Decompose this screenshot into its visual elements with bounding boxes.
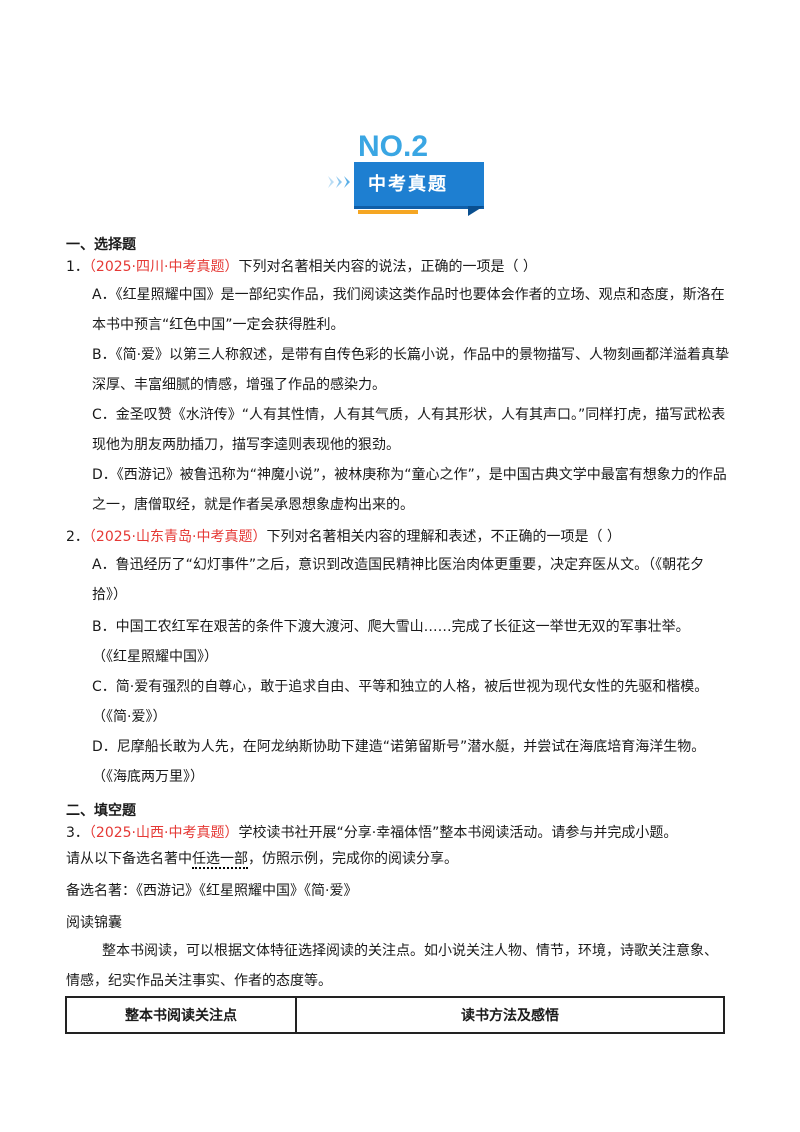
section-heading-choice: 一、选择题 [66,237,136,253]
question-source: （2025·四川·中考真题） [88,259,239,275]
q1-option-b: B．《简·爱》以第三人称叙述，是带有自传色彩的长篇小说，作品中的景物描写、人物刻… [92,347,730,393]
question-1-stem: 1．（2025·四川·中考真题）下列对名著相关内容的说法，正确的一项是（ ） [66,256,537,276]
badge-number: NO.2 [358,130,429,163]
question-2-stem: 2．（2025·山东青岛·中考真题）下列对名著相关内容的理解和表述，不正确的一项… [66,526,621,546]
section-heading-fill: 二、填空题 [66,803,136,819]
q3-candidates: 备选名著：《西游记》《红星照耀中国》《简·爱》 [66,883,358,899]
header-badge: NO.2 中考真题 [322,130,487,220]
q1-option-d: D．《西游记》被鲁迅称为“神魔小说”，被林庚称为“童心之作”，是中国古典文学中最… [92,467,727,513]
q2-option-b: B．中国工农红军在艰苦的条件下渡大渡河、爬大雪山……完成了长征这一举世无双的军事… [92,619,690,635]
q2-option-c-ref: （《简·爱》） [92,709,167,725]
emphasized-text: 任选一部 [192,851,248,869]
question-text: 学校读书社开展“分享·幸福体悟”整本书阅读活动。请参与并完成小题。 [238,825,678,841]
question-source: （2025·山东青岛·中考真题） [88,529,267,545]
badge-accent-bar [358,210,418,214]
question-number: 1． [66,259,89,275]
question-text: 下列对名著相关内容的说法，正确的一项是（ ） [238,259,537,275]
table-header-row: 整本书阅读关注点 读书方法及感悟 [65,996,725,1034]
q2-option-a: A．鲁迅经历了“幻灯事件”之后，意识到改造国民精神比医治肉体更重要，决定弃医从文… [92,557,705,603]
q3-tips-body: 整本书阅读，可以根据文体特征选择阅读的关注点。如小说关注人物、情节，环境，诗歌关… [66,943,718,989]
question-number: 2． [66,529,89,545]
table-header-method: 读书方法及感悟 [295,996,725,1034]
q2-option-b-ref: （《红星照耀中国》） [92,649,218,665]
badge-box: 中考真题 [354,162,484,209]
badge-title: 中考真题 [368,174,448,195]
q1-option-a: A．《红星照耀中国》是一部纪实作品，我们阅读这类作品时也要体会作者的立场、观点和… [92,287,725,333]
question-number: 3． [66,825,89,841]
q2-option-d-ref: （《海底两万里》） [92,769,204,785]
question-source: （2025·山西·中考真题） [88,825,239,841]
badge-arrows-icon [322,162,356,210]
table-header-focus: 整本书阅读关注点 [65,996,297,1034]
badge-fold [468,206,484,216]
question-3-stem: 3．（2025·山西·中考真题）学校读书社开展“分享·幸福体悟”整本书阅读活动。… [66,822,677,842]
q3-tips-title: 阅读锦囊 [66,915,122,931]
q2-option-d: D．尼摩船长敢为人先，在阿龙纳斯协助下建造“诺第留斯号”潜水艇，并尝试在海底培育… [92,739,706,755]
q3-instruction: 请从以下备选名著中任选一部，仿照示例，完成你的阅读分享。 [66,851,458,869]
q2-option-c: C．简·爱有强烈的自尊心，敢于追求自由、平等和独立的人格，被后世视为现代女性的先… [92,679,709,695]
reading-table: 整本书阅读关注点 读书方法及感悟 [65,996,725,1034]
question-text: 下列对名著相关内容的理解和表述，不正确的一项是（ ） [266,529,621,545]
q1-option-c: C．金圣叹赞《水浒传》“人有其性情，人有其气质，人有其形状，人有其声口。”同样打… [92,407,726,453]
